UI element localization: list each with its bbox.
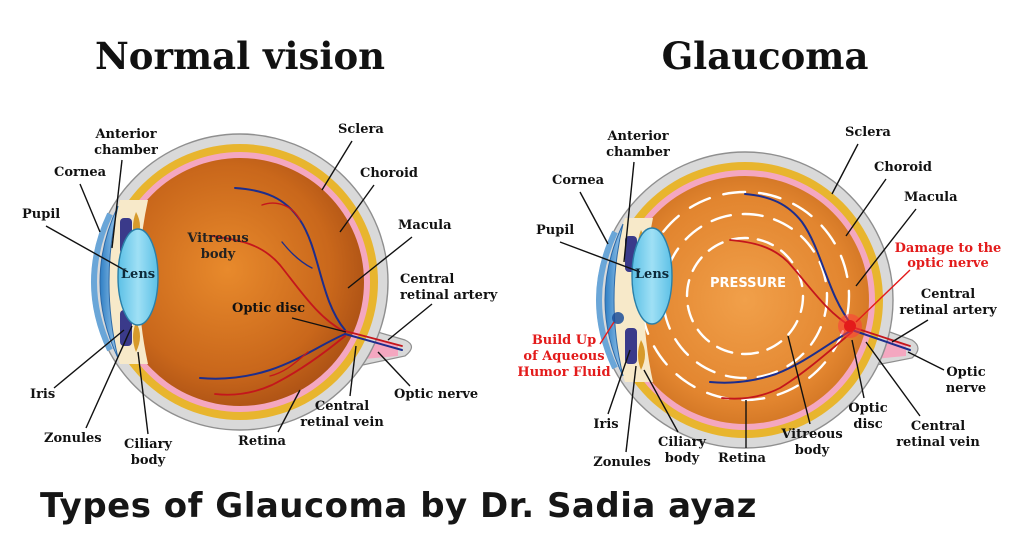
normal-cornea-label: Cornea [54, 165, 107, 180]
normal-ciliary-bottom [133, 322, 140, 352]
glaucoma-choroid-label: Choroid [874, 160, 932, 175]
normal-iris-label: Iris [30, 387, 55, 402]
aqueous-buildup-mark [612, 312, 624, 324]
glaucoma-cornea-rim [596, 230, 618, 370]
optic-nerve-damage-core [844, 320, 856, 332]
glaucoma-vitreous-body [621, 176, 869, 424]
normal-cornea-rim [91, 212, 113, 352]
normal-macula-label: Macula [398, 218, 452, 233]
normal-choroid-label: Choroid [360, 166, 418, 181]
normal-retina-label: Retina [238, 434, 286, 449]
normal-vitreous-body [116, 158, 364, 406]
glaucoma-sclera-label: Sclera [845, 125, 891, 140]
glaucoma-zonules-label: Zonules [593, 455, 651, 470]
normal-zonules-label: Zonules [44, 431, 102, 446]
normal-lens-label: Lens [121, 267, 155, 282]
glaucoma-lens-label: Lens [635, 267, 669, 282]
normal-lens [117, 228, 159, 326]
glaucoma-iris-label: Iris [593, 417, 618, 432]
glaucoma-macula-label: Macula [904, 190, 958, 205]
glaucoma-ciliary-bottom [638, 340, 645, 370]
glaucoma-lens [631, 227, 673, 325]
pressure-label: PRESSURE [710, 276, 786, 291]
glaucoma-vessels [709, 193, 911, 400]
glaucoma-title: Glaucoma [661, 34, 869, 78]
normal-vessels [199, 187, 403, 396]
glaucoma-cornea [604, 223, 624, 377]
normal-eye [91, 133, 413, 431]
footer-title: Types of Glaucoma by Dr. Sadia ayaz [40, 486, 757, 526]
glaucoma-retina-label: Retina [718, 451, 766, 466]
normal-sclera-label: Sclera [338, 122, 384, 137]
glaucoma-pupil-label: Pupil [536, 223, 574, 238]
normal-optic-disc-label: Optic disc [232, 301, 305, 316]
normal-vision-title: Normal vision [94, 34, 386, 78]
glaucoma-eye [596, 151, 919, 449]
glaucoma-cornea-label: Cornea [552, 173, 605, 188]
normal-pupil-label: Pupil [22, 207, 60, 222]
normal-optic-nerve-label: Optic nerve [394, 387, 478, 402]
